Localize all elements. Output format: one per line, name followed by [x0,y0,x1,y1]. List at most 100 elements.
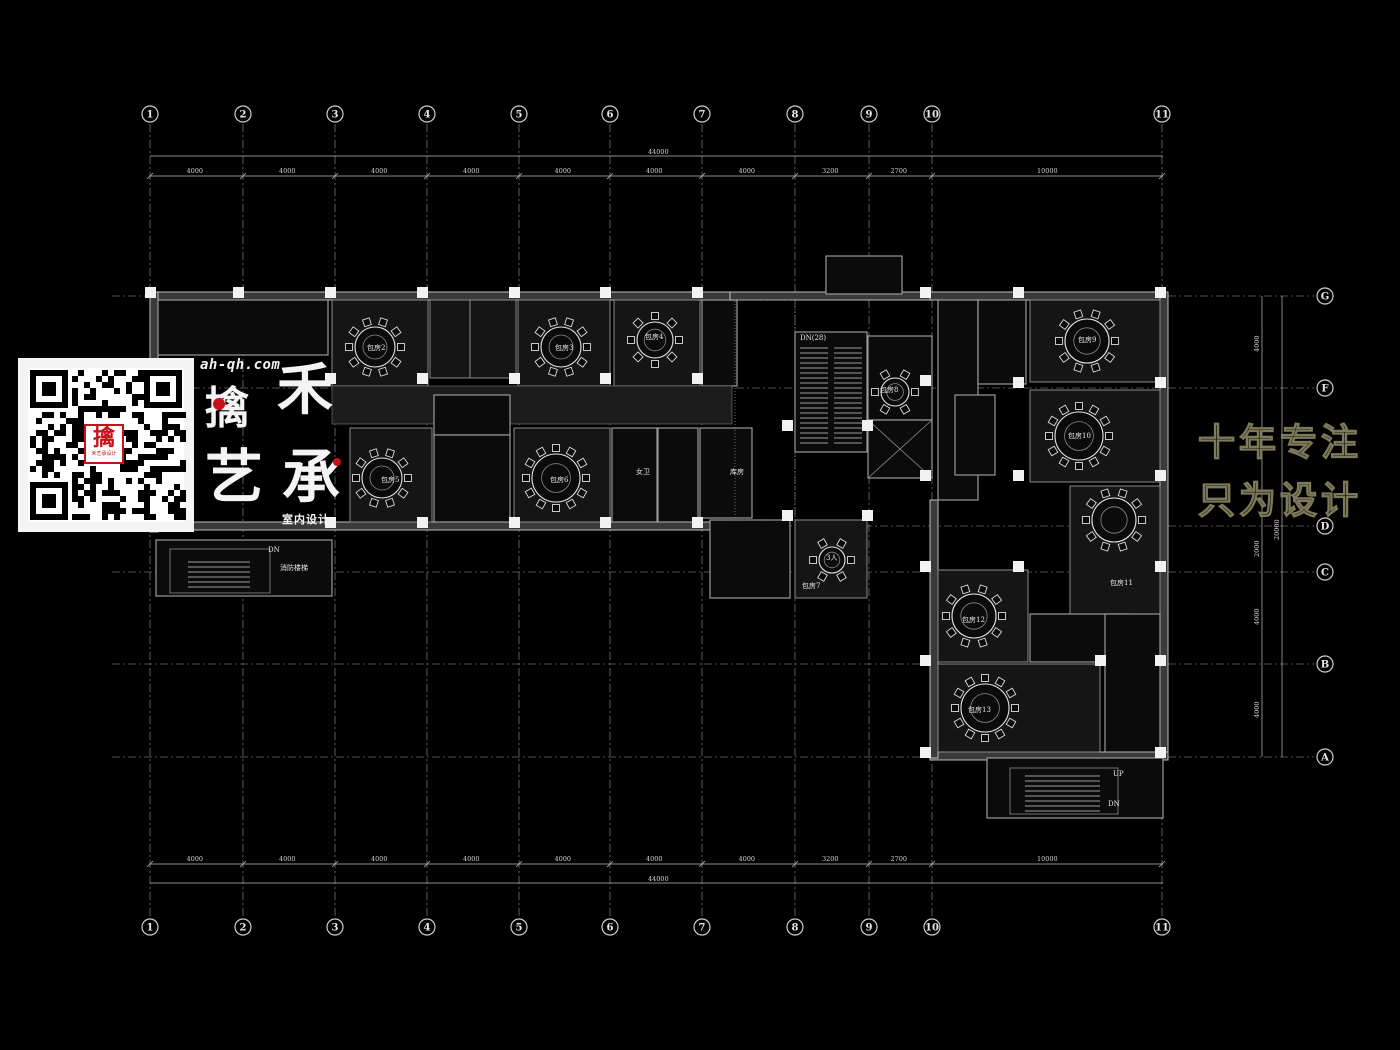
dim-tick [146,172,154,180]
qr-module [108,412,114,418]
qr-module [138,370,144,376]
chair [397,457,409,469]
axis-bubble-label: 8 [792,923,799,934]
chair [1104,319,1116,331]
chair [355,487,367,499]
chair [1045,432,1053,440]
dim-tick [928,860,936,868]
qr-module [132,508,138,514]
qr-module [180,508,186,514]
chair [675,336,683,344]
qr-module [180,490,186,496]
structural-column [325,287,336,298]
brand-subtitle: 室内设计 [282,513,330,526]
qr-module [72,442,78,448]
chair [951,704,959,712]
qr-module [54,472,60,478]
chair [524,457,536,469]
qr-module [138,454,144,460]
lounge-b [469,299,517,379]
chair [368,497,379,508]
round-table [880,377,910,407]
qr-module [126,466,132,472]
qr-module [84,406,90,412]
elevator-lobby [433,394,511,436]
label-dn-west: DN [268,546,280,554]
row-bubble-label: A [1320,753,1329,764]
structural-column [920,655,931,666]
chair [960,584,971,595]
chair [994,728,1006,740]
qr-seal-caption: 禾艺承设计 [91,451,117,457]
qr-module [96,478,102,484]
qr-module [90,472,96,478]
chair [666,351,678,363]
axis-bubble-10 [923,105,941,123]
axis-bubble-label: 11 [1155,923,1169,934]
qr-module [150,472,156,478]
lazy-susan [1100,506,1128,534]
chair [1058,456,1070,468]
round-table [960,683,1010,733]
chair [348,356,360,368]
qr-module [54,430,60,436]
dim-segment-label: 2700 [891,167,908,175]
qr-module [90,496,96,502]
row-bubble-F [1316,379,1334,397]
chair [836,571,847,582]
dim-tick [239,172,247,180]
service-room [701,299,738,387]
qr-module [144,514,150,520]
structural-column [1095,655,1106,666]
entry-porch [825,255,903,295]
qr-module [138,412,144,418]
qr-module [72,478,78,484]
round-table [951,593,997,639]
qr-module [72,376,78,382]
qr-module [162,430,168,436]
chair [345,343,353,351]
chair [1058,351,1070,363]
qr-module [108,502,114,508]
row-bubble-C [1316,563,1334,581]
lazy-susan [541,463,571,493]
lazy-susan [1064,421,1094,451]
qr-module [126,436,132,442]
brand-char-he: 禾 [277,357,333,423]
qr-module [132,430,138,436]
brand-red-dot-2 [333,458,341,466]
chair [817,571,828,582]
qr-code [28,368,186,522]
qr-module [114,370,120,376]
chair [1047,415,1059,427]
qr-module [48,454,54,460]
chair [953,687,965,699]
chair [632,317,644,329]
fire-stair-east-treads [1009,767,1119,815]
qr-module [36,448,42,454]
axis-bubble-7 [693,918,711,936]
row-bubble-A [1316,748,1334,766]
right-seg-1: 4000 [1253,335,1261,352]
structural-column [920,470,931,481]
qr-module [60,430,66,436]
qr-module [168,490,174,496]
qr-module [126,460,132,466]
qr-module [108,478,114,484]
qr-module [174,496,180,502]
qr-module [132,436,138,442]
axis-bubble-label: 6 [607,923,614,934]
row-bubble-label: F [1321,384,1328,395]
qr-module [132,394,138,400]
structural-column [692,373,703,384]
qr-module [132,376,138,382]
qr-module [78,496,84,502]
qr-finder-core [42,494,56,508]
fire-stair-west-treads [169,548,271,594]
qr-module [84,514,90,520]
